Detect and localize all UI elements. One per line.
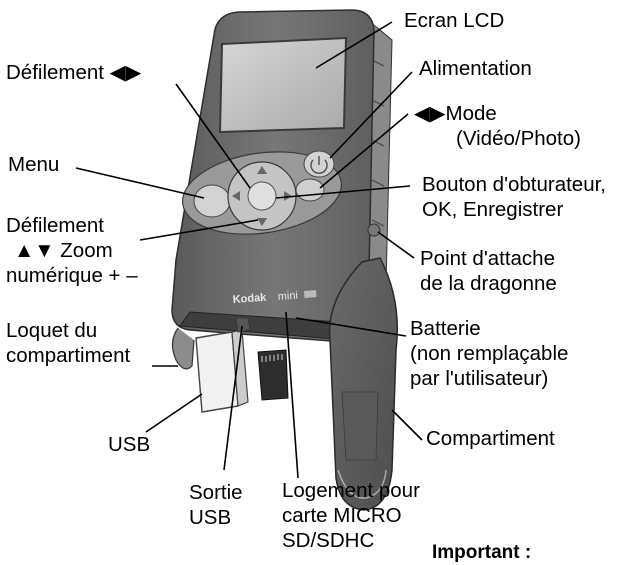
label-menu: Menu [8,152,59,177]
label-sortie-usb-line-1: Sortie [189,481,243,504]
label-batterie: Batterie (non remplaçable par l'utilisat… [410,316,568,391]
lcd-screen [218,36,348,134]
strap-attach-point [367,223,381,237]
label-logement: Logement pour carte MICRO SD/SDHC [282,478,420,553]
brand-logo-text: Kodak [232,292,267,306]
label-batterie-line-1: Batterie [410,317,481,340]
label-mode: ◀▶Mode (Vidéo/Photo) [414,101,581,151]
label-usb-line: USB [108,433,151,456]
important-heading: Important : [432,542,532,563]
usb-plug-shape [195,331,239,413]
compartment-latch-shape [171,327,195,370]
label-compartiment: Compartiment [426,426,555,451]
label-loquet: Loquet du compartiment [6,318,130,368]
label-loquet-line-1: Loquet du [6,319,98,342]
menu-button-shape [193,184,231,218]
label-sortie-usb-line-2: USB [189,506,232,529]
label-obturateur: Bouton d'obturateur, OK, Enregistrer [422,172,606,222]
label-menu-line: Menu [8,153,60,176]
label-batterie-line-3: par l'utilisateur) [410,367,549,390]
mode-button-shape [295,178,325,202]
label-loquet-line-2: compartiment [6,344,131,367]
label-dragonne-line-2: de la dragonne [420,272,557,295]
microsd-card-shape [257,349,289,401]
label-defilement-ud-line-1: Défilement [6,214,104,237]
label-ecran-lcd: Ecran LCD [404,8,504,33]
dpad-ok-button [247,181,277,211]
label-usb: USB [108,432,150,457]
label-defilement-ud-line-3: numérique + – [6,264,138,287]
label-obturateur-line-2: OK, Enregistrer [422,198,564,221]
label-mode-line-2: (Vidéo/Photo) [456,127,581,150]
compartment-door [328,257,399,511]
label-obturateur-line-1: Bouton d'obturateur, [422,173,606,196]
label-alimentation-line: Alimentation [419,57,532,80]
label-mode-line-1: ◀▶Mode [414,102,497,125]
label-defilement-lr-line: Défilement ◀▶ [6,61,142,84]
label-defilement-lr: Défilement ◀▶ [6,60,141,85]
label-dragonne-line-1: Point d'attache [420,247,555,270]
label-compartiment-line: Compartiment [426,427,555,450]
label-batterie-line-2: (non remplaçable [410,342,569,365]
label-ecran-lcd-line: Ecran LCD [404,9,505,32]
label-logement-line-2: carte MICRO [282,504,402,527]
label-logement-line-1: Logement pour [282,479,420,502]
label-defilement-ud-line-2: ▲▼ Zoom [14,239,113,262]
label-alimentation: Alimentation [419,56,532,81]
label-defilement-ud: Défilement ▲▼ Zoom numérique + – [6,213,138,288]
label-sortie-usb: Sortie USB [189,480,243,530]
label-logement-line-3: SD/SDHC [282,529,375,552]
model-logo-text: mini [277,290,298,303]
label-dragonne: Point d'attache de la dragonne [420,246,557,296]
